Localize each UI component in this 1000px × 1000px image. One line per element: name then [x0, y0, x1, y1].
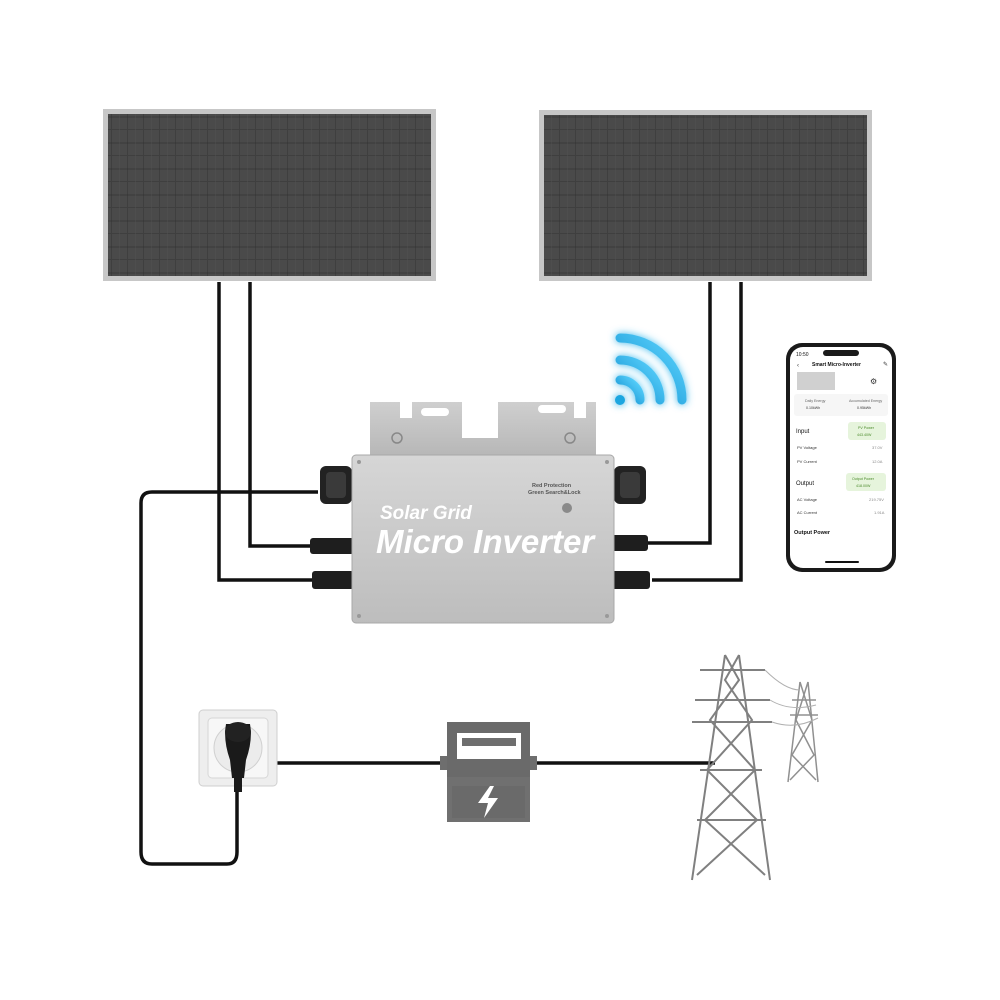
lightning-icon [478, 786, 498, 818]
chevron-left-icon[interactable]: ‹ [797, 363, 799, 369]
daily-energy-value: 0.10kWh [806, 406, 820, 410]
device-image [797, 372, 835, 390]
inverter-label-line2: Micro Inverter [376, 523, 596, 560]
pv-power-value: 443.40W [857, 433, 872, 437]
output-power-label: Output Power [852, 477, 875, 481]
ac-voltage-label: AC Voltage [797, 497, 818, 502]
ac-cable [139, 490, 318, 866]
pv-power-label: PV Power [858, 426, 875, 430]
led-legend-green: Green Search&Lock [528, 490, 582, 496]
ac-current-value: 1.91A [874, 510, 885, 515]
daily-energy-label: Daily Energy [805, 399, 826, 403]
dc-cables [217, 282, 743, 582]
app-title: Smart Micro-Inverter [812, 362, 861, 368]
output-power-value: 418.00W [856, 484, 871, 488]
power-plug [225, 722, 251, 792]
inverter-connectors [310, 466, 650, 589]
ac-current-label: AC Current [797, 510, 818, 515]
phone-time: 10:50 [796, 352, 809, 358]
input-heading: Input [796, 429, 810, 435]
pv-voltage-value: 37.0V [872, 445, 883, 450]
micro-inverter: Solar Grid Micro Inverter Red Protection… [351, 454, 615, 624]
inverter-mounting-plate [370, 402, 596, 460]
gear-icon[interactable]: ⚙ [870, 377, 877, 386]
inverter-label-line1: Solar Grid [380, 503, 472, 524]
ac-voltage-value: 219.75V [869, 497, 884, 502]
pv-voltage-label: PV Voltage [797, 445, 818, 450]
led-legend-red: Red Protection [532, 483, 572, 489]
status-led [562, 503, 572, 513]
transmission-tower-large [691, 654, 772, 881]
edit-icon[interactable]: ✎ [883, 361, 888, 368]
accumulated-energy-label: Accumulated Energy [849, 399, 882, 403]
pv-current-value: 12.0A [872, 459, 883, 464]
power-lines [764, 669, 819, 726]
smartphone: 10:50 ‹ Smart Micro-Inverter ✎ ⚙ Daily E… [786, 343, 896, 572]
accumulated-energy-value: 0.95kWh [857, 406, 871, 410]
output-heading: Output [796, 481, 814, 487]
output-power-section: Output Power [794, 530, 831, 536]
solar-panel-right [539, 110, 872, 281]
solar-panel-left [103, 109, 436, 281]
transmission-tower-small [787, 681, 819, 783]
wifi-icon [615, 333, 687, 405]
pv-current-label: PV Current [797, 459, 818, 464]
